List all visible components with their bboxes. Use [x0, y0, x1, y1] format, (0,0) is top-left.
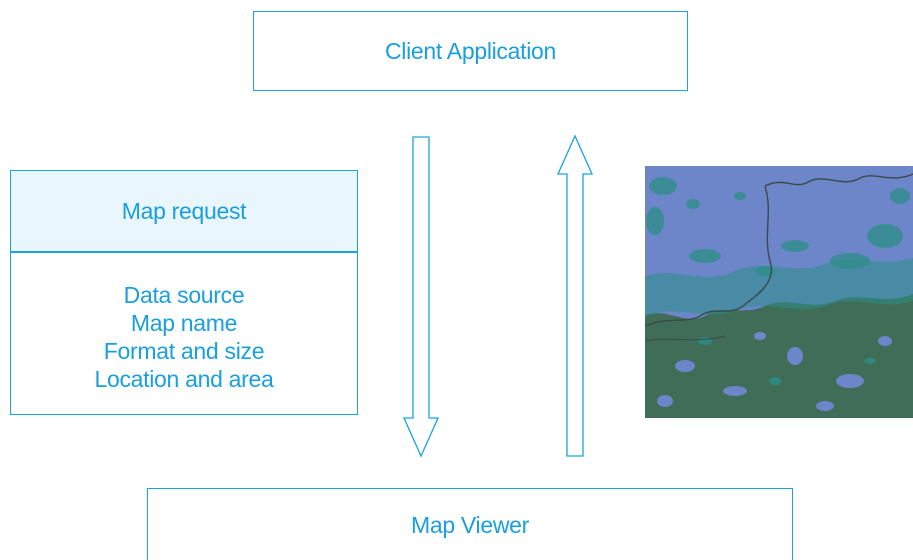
map-request-title: Map request [121, 197, 247, 224]
up-arrow-icon [556, 134, 594, 457]
parameter-format-and-size: Format and size [103, 338, 265, 364]
map-thumbnail-image [645, 166, 913, 418]
map-request-parameter-list: Data source Map name Format and size Loc… [11, 281, 357, 393]
map-viewer-box: Map Viewer [147, 488, 793, 560]
map-request-header: Map request [11, 171, 357, 253]
parameter-location-and-area: Location and area [94, 366, 274, 392]
parameter-data-source: Data source [123, 282, 245, 308]
down-arrow-icon [402, 136, 440, 458]
map-request-panel: Map request Data source Map name Format … [10, 170, 358, 415]
map-viewer-label: Map Viewer [410, 512, 530, 538]
client-application-box: Client Application [253, 11, 688, 91]
parameter-map-name: Map name [130, 310, 238, 336]
client-application-label: Client Application [384, 37, 557, 64]
